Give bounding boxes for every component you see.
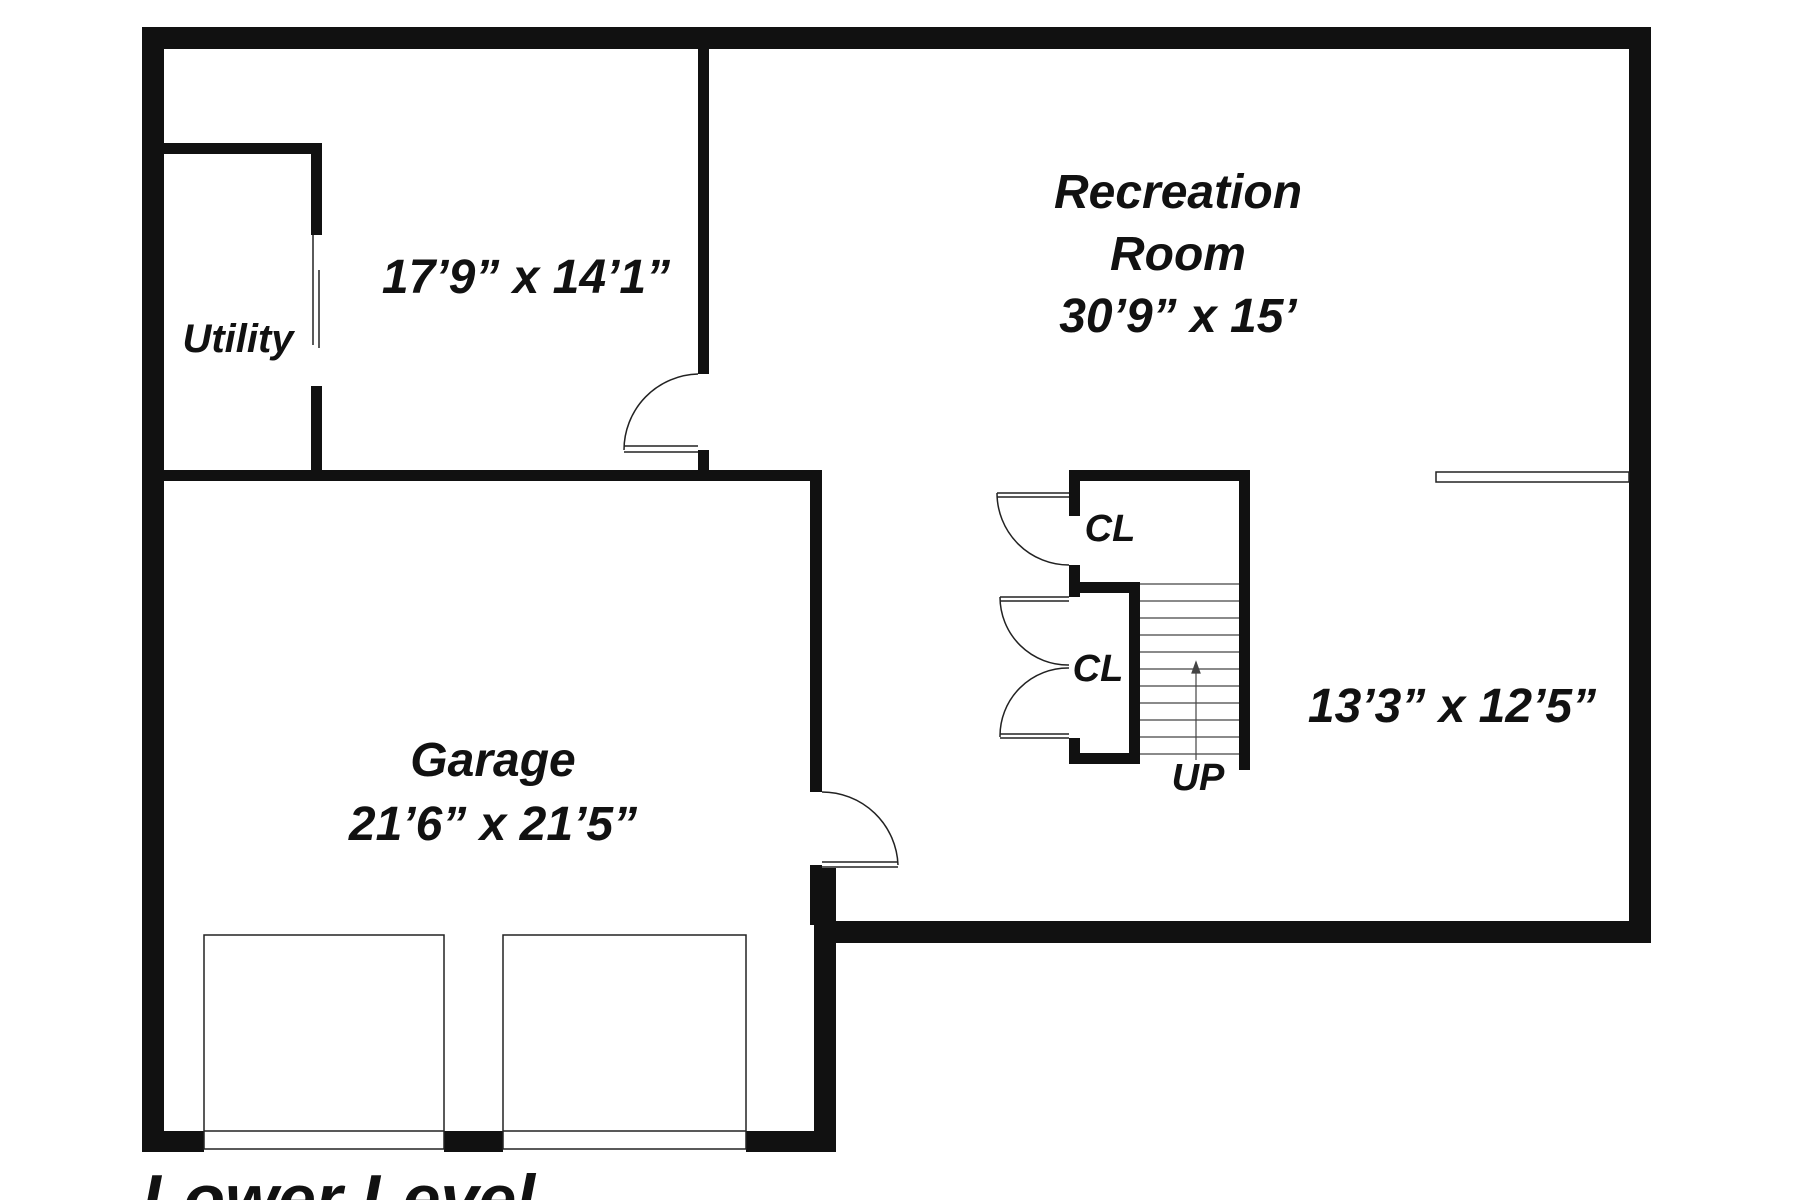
stairs-up-label: UP	[1172, 757, 1225, 799]
rec-partition	[1435, 471, 1630, 483]
wall-closet-bottom	[1069, 753, 1140, 764]
wall-room-rec-lower	[698, 450, 709, 474]
door-garage-rec	[821, 791, 899, 868]
door-utility	[312, 235, 320, 348]
wall-garage-bottom-right	[746, 1131, 836, 1152]
wall-garage-bottom-mid	[444, 1131, 503, 1152]
door-closet-upper	[996, 492, 1070, 566]
wall-utility-right-lower	[311, 386, 322, 476]
floor-plan-walls	[142, 27, 1651, 1152]
wall-rec-bottom	[817, 921, 1651, 943]
wall-top	[142, 27, 1651, 49]
stairs	[1140, 583, 1239, 760]
door-room-rec	[623, 373, 699, 453]
garage-door-right	[502, 934, 747, 1150]
wall-garage-bottom-left	[142, 1131, 204, 1152]
wall-closet-left-mid	[1069, 565, 1080, 597]
wall-closet-left-lower	[1069, 738, 1080, 764]
recreation-name-line2: Room	[1110, 228, 1246, 281]
garage-door-left	[203, 934, 445, 1150]
wall-closet-divider	[1069, 582, 1139, 593]
wall-utility-right-upper	[311, 143, 322, 235]
floor-title: Lower Level	[142, 1161, 537, 1200]
garage-dimensions: 21’6” x 21’5”	[348, 798, 637, 851]
wall-left	[142, 27, 164, 1152]
utility-label: Utility	[182, 317, 295, 361]
room-dimensions: 17’9” x 14’1”	[382, 251, 670, 304]
wall-room-rec-upper	[698, 49, 709, 374]
wall-garage-right-mid	[810, 865, 822, 925]
closet-lower-label: CL	[1073, 648, 1124, 690]
recreation-name-line1: Recreation	[1054, 166, 1302, 219]
arrow-up-icon	[1191, 660, 1201, 674]
recreation-dimensions: 30’9” x 15’	[1059, 290, 1297, 343]
wall-garage-right-lower	[814, 868, 836, 1152]
doors	[312, 235, 1630, 868]
wall-garage-right-upper	[810, 470, 822, 792]
closet-upper-label: CL	[1085, 508, 1136, 550]
wall-closet-left-upper	[1069, 470, 1080, 516]
garage-name: Garage	[410, 734, 575, 787]
door-closet-lower	[999, 596, 1070, 739]
rec-extension-dimensions: 13’3” x 12’5”	[1308, 680, 1596, 733]
wall-stair-right	[1239, 470, 1250, 770]
wall-utility-top	[164, 143, 322, 154]
wall-right	[1629, 27, 1651, 943]
wall-closet-inner	[1129, 582, 1140, 764]
wall-upper-garage	[164, 470, 822, 481]
wall-closet-top	[1069, 470, 1250, 481]
garage-doors	[203, 934, 747, 1150]
